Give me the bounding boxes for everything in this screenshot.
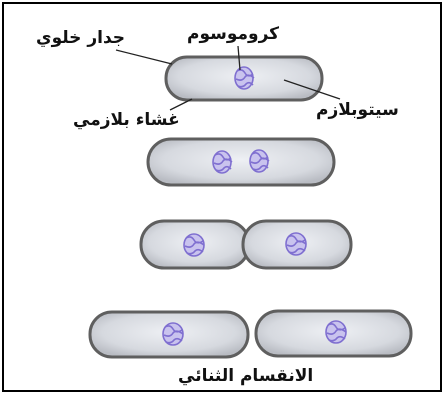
- leader-cell-wall: [116, 50, 172, 64]
- cell-stage-1: [166, 57, 322, 100]
- cell-body: [148, 139, 334, 185]
- label-chromosome: كروموسوم: [187, 26, 279, 43]
- label-cell-wall: جدار خلوي: [36, 30, 125, 47]
- caption: الانقسام الثنائي: [178, 368, 313, 385]
- chromosome-cluster: [235, 67, 254, 89]
- label-cytoplasm: سيتوبلازم: [316, 102, 399, 119]
- cell-stage-3: [141, 221, 351, 268]
- cell-stage-4: [90, 311, 411, 357]
- label-plasma-membrane: غشاء بلازمي: [73, 112, 180, 129]
- cell-stage-2: [148, 139, 334, 185]
